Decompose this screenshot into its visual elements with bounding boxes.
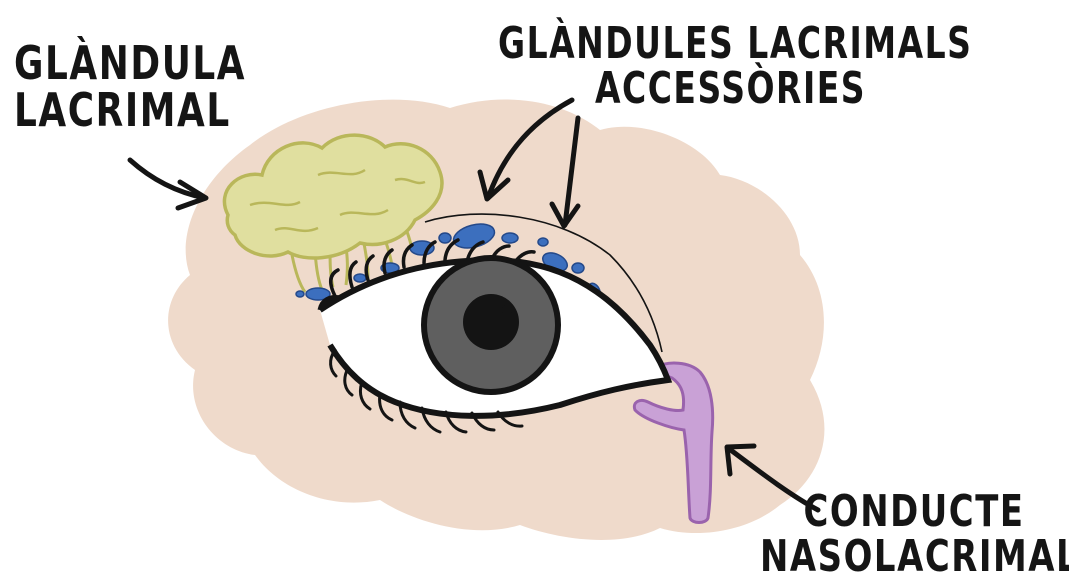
label-lacrimal-gland-line2: LACRIMAL [14,87,246,134]
label-accessory-glands-line2: ACCESSÒRIES [498,67,963,112]
label-lacrimal-gland-line1: GLÀNDULA [14,40,246,87]
label-nasolacrimal-duct-line1: CONDUCTE [760,490,1068,535]
arrow-to-lacrimal-gland [130,160,206,208]
label-lacrimal-gland: GLÀNDULA LACRIMAL [14,40,246,134]
pupil [463,294,519,350]
label-accessory-glands-line1: GLÀNDULES LACRIMALS [498,22,963,67]
label-nasolacrimal-duct: CONDUCTE NASOLACRIMAL [760,490,1068,580]
label-accessory-glands: GLÀNDULES LACRIMALS ACCESSÒRIES [498,22,963,112]
eye-highlight [502,305,512,315]
label-nasolacrimal-duct-line2: NASOLACRIMAL [760,535,1068,580]
